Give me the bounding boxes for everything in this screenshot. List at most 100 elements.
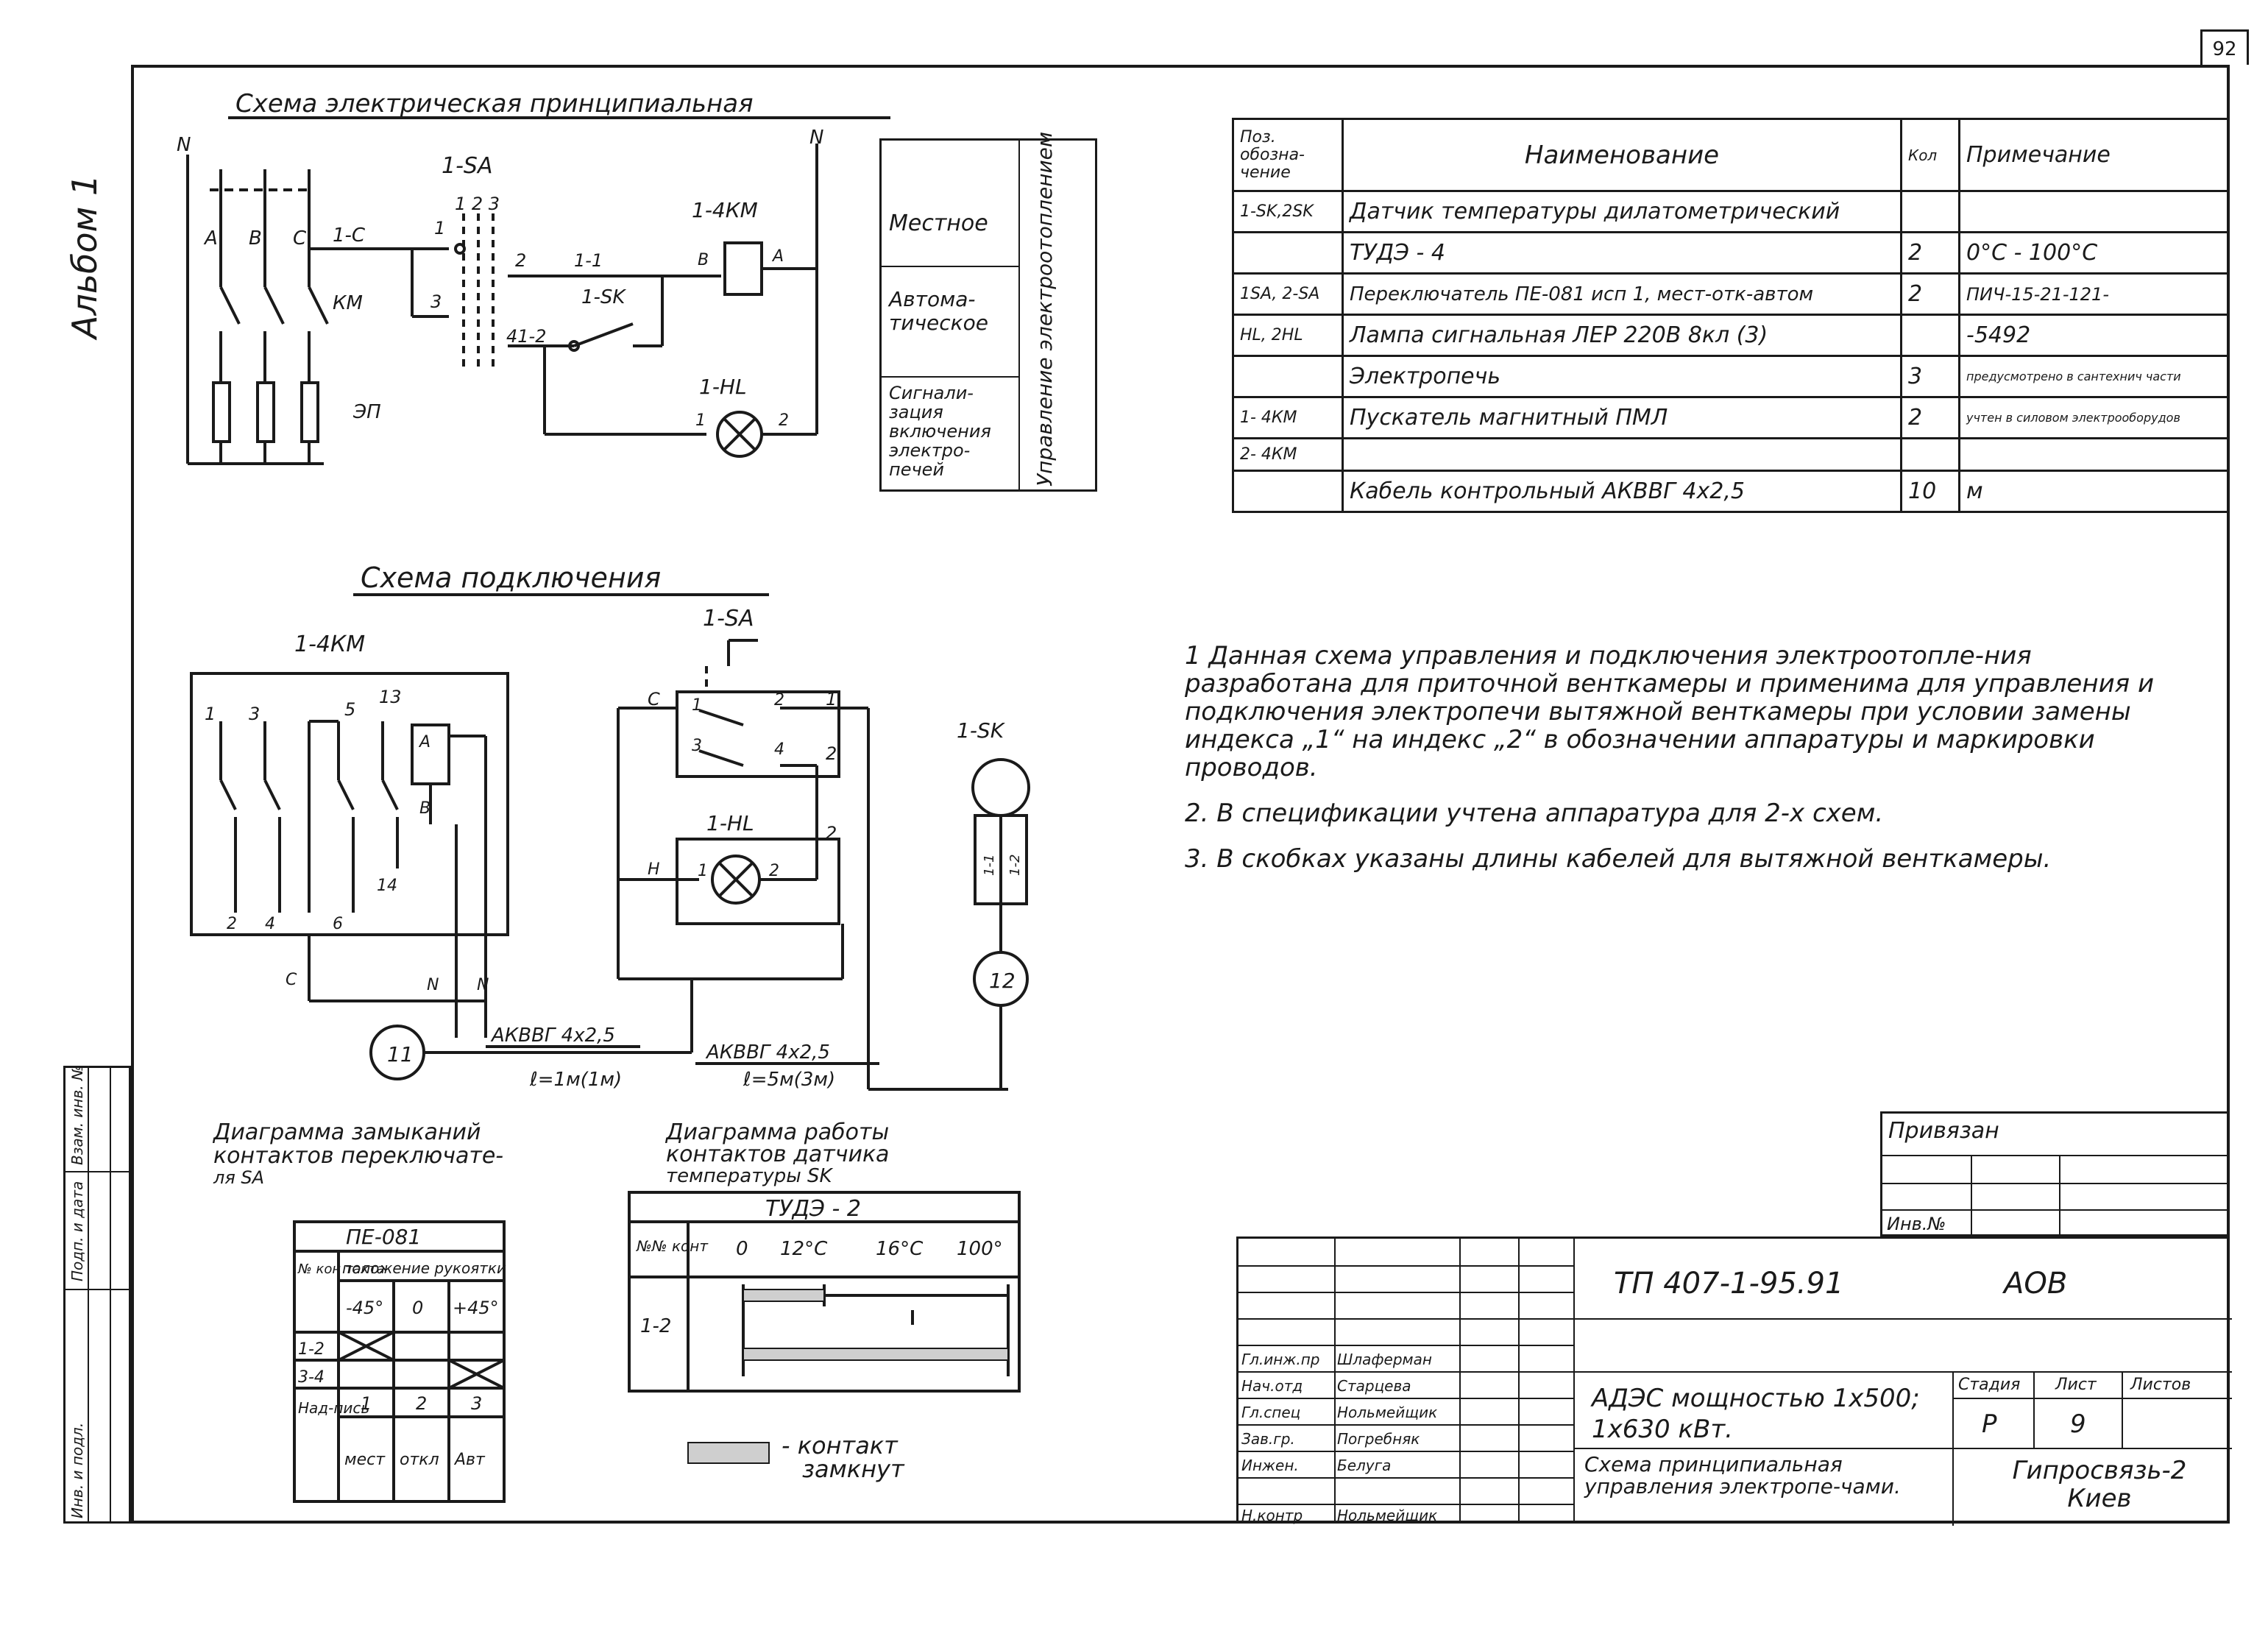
- sa-cap-num-1: 1: [361, 1393, 372, 1414]
- spec-r1-qty: 2: [1900, 231, 1960, 275]
- sa-cap-1: мест: [344, 1451, 386, 1469]
- label-n-left: N: [177, 134, 191, 156]
- label-km: КМ: [333, 292, 363, 314]
- spec-h-name: Наименование: [1342, 118, 1902, 192]
- notes: 1 Данная схема управления и подключения …: [1185, 642, 2164, 891]
- note-1: 1 Данная схема управления и подключения …: [1185, 641, 2155, 782]
- sk-diagram-title-3: температуры SK: [666, 1165, 834, 1187]
- legend-line-1: - контакт: [782, 1432, 899, 1460]
- sa-row-1: 1-2: [298, 1340, 325, 1359]
- km-top-1: 1: [205, 704, 216, 724]
- label-hl2: 2: [779, 411, 789, 430]
- sa-3: 3: [692, 737, 702, 755]
- tb-name-1: Старцева: [1337, 1377, 1411, 1395]
- tb-role-4: Инжен.: [1241, 1457, 1299, 1474]
- label-wire-11: 1-1: [574, 250, 603, 271]
- label-hl1: 1: [695, 411, 706, 430]
- label-conn-sa: 1-SA: [703, 606, 754, 631]
- tb-role-0: Гл.инж.пр: [1241, 1351, 1320, 1368]
- label-conn-sk: 1-SK: [957, 718, 1006, 743]
- hl-n: Н: [648, 860, 660, 879]
- sa-out-1: 1: [826, 689, 837, 710]
- spec-r0-note: [1958, 190, 2230, 233]
- tb-sheet-h: Лист: [2055, 1376, 2097, 1394]
- spec-r6-note: [1958, 437, 2230, 472]
- sk-model: ТУДЭ - 2: [765, 1196, 861, 1222]
- tb-role-5: Н.контр: [1241, 1507, 1303, 1524]
- label-t1: 1: [434, 218, 445, 238]
- tb-role-2: Гл.спец: [1241, 1404, 1301, 1421]
- sa-caption-row: Над-пись: [298, 1399, 369, 1417]
- tb-sheets-h: Листов: [2130, 1376, 2191, 1394]
- bound-box: Привязан Инв.№: [1880, 1111, 2230, 1239]
- tb-role-3: Зав.гр.: [1241, 1430, 1295, 1448]
- conn-coil-b: В: [419, 799, 430, 818]
- spec-r2-pos: 1SA, 2-SA: [1232, 272, 1344, 316]
- km-bottom-2: 2: [227, 915, 237, 933]
- tb-name-4: Белуга: [1337, 1457, 1392, 1474]
- spec-r7-name: Кабель контрольный АКВВГ 4х2,5: [1342, 470, 1902, 513]
- tb-object: АДЭС мощностью 1х500; 1х630 кВт.: [1592, 1384, 1920, 1444]
- km-top-3: 3: [249, 704, 260, 724]
- spec-h-qty: Кол: [1900, 118, 1960, 192]
- label-sa-contacts: 1 2 3: [455, 194, 500, 214]
- sa-out-2b: 2: [826, 823, 837, 843]
- tb-stage: Р: [1982, 1409, 1997, 1439]
- tb-org: Гипросвязь-2 Киев: [2012, 1456, 2187, 1513]
- tb-name-2: Нольмейщик: [1337, 1404, 1438, 1421]
- spec-r4-name: Электропечь: [1342, 355, 1902, 398]
- label-sk: 1-SK: [581, 286, 626, 308]
- sk-tick-3: 16°С: [876, 1238, 924, 1260]
- km-bottom-14: 14: [377, 877, 397, 895]
- spec-r7-pos: [1232, 470, 1344, 513]
- connection-title: Схема подключения: [361, 562, 661, 594]
- spec-r3-qty: [1900, 314, 1960, 357]
- spec-r5-name: Пускатель магнитный ПМЛ: [1342, 396, 1902, 439]
- sa-cap-3: Авт: [453, 1451, 486, 1469]
- sa-h-no: № кон такта: [297, 1262, 385, 1277]
- conn-c: С: [286, 971, 297, 989]
- label-t2: 2: [515, 250, 526, 271]
- spec-r0-name: Датчик температуры дилатометрический: [1342, 190, 1902, 233]
- spec-r7-qty: 10: [1900, 470, 1960, 513]
- conn-n1: N: [427, 976, 439, 994]
- bound-title: Привязан: [1888, 1118, 1999, 1144]
- label-conn-km: 1-4КМ: [294, 631, 365, 657]
- sk-h-no: №№ конт: [636, 1237, 709, 1255]
- title-block: Гл.инж.пр Шлаферман Нач.отд Старцева Гл.…: [1236, 1236, 2232, 1526]
- spec-r0-pos: 1-SK,2SK: [1232, 190, 1344, 233]
- sa-4: 4: [774, 740, 784, 759]
- sk-diagram-title-2: контактов датчика: [666, 1142, 889, 1167]
- spec-table: Поз. обозна-чение Наименование Кол Приме…: [1232, 118, 2230, 513]
- sa-model: ПЕ-081: [346, 1225, 421, 1249]
- spec-r5-pos: 1- 4КМ: [1232, 396, 1344, 439]
- cable-12: 12: [989, 969, 1016, 993]
- sa-pos-2: 0: [412, 1298, 423, 1318]
- label-wire-1c: 1-С: [333, 224, 366, 247]
- label-conn-hl: 1-HL: [706, 811, 754, 835]
- tb-sheet: 9: [2070, 1409, 2086, 1439]
- spec-r5-qty: 2: [1900, 396, 1960, 439]
- sa-c: С: [648, 689, 660, 710]
- conn-coil-a: А: [418, 733, 430, 751]
- spec-r2-name: Переключатель ПЕ-081 исп 1, мест-отк-авт…: [1342, 272, 1902, 316]
- tb-sheet-code: АОВ: [2004, 1267, 2068, 1301]
- label-t3: 3: [430, 291, 442, 312]
- km-top-5: 5: [344, 699, 355, 720]
- sk-diagram-title-1: Диаграмма работы: [665, 1119, 889, 1145]
- spec-r6-name: [1342, 437, 1902, 472]
- schematic-title: Схема электрическая принципиальная: [235, 89, 754, 118]
- control-mode-table: Местное Автома-тическое Сигнали-зация вк…: [879, 132, 1097, 492]
- tb-drawing: Схема принципиальная управления электроп…: [1584, 1452, 1901, 1499]
- cable2-len: ℓ=5м(3м): [743, 1069, 835, 1091]
- hl-1: 1: [698, 862, 708, 880]
- sa-pos-1: -45°: [346, 1298, 383, 1318]
- label-coil-a: А: [771, 247, 784, 266]
- spec-r3-note: -5492: [1958, 314, 2230, 357]
- spec-r6-qty: [1900, 437, 1960, 472]
- label-wire-412: 41-2: [506, 326, 546, 347]
- sheet-number: 92: [2200, 29, 2249, 65]
- tb-role-1: Нач.отд: [1241, 1377, 1303, 1395]
- sa-h-pos: положение рукоятки: [342, 1259, 506, 1277]
